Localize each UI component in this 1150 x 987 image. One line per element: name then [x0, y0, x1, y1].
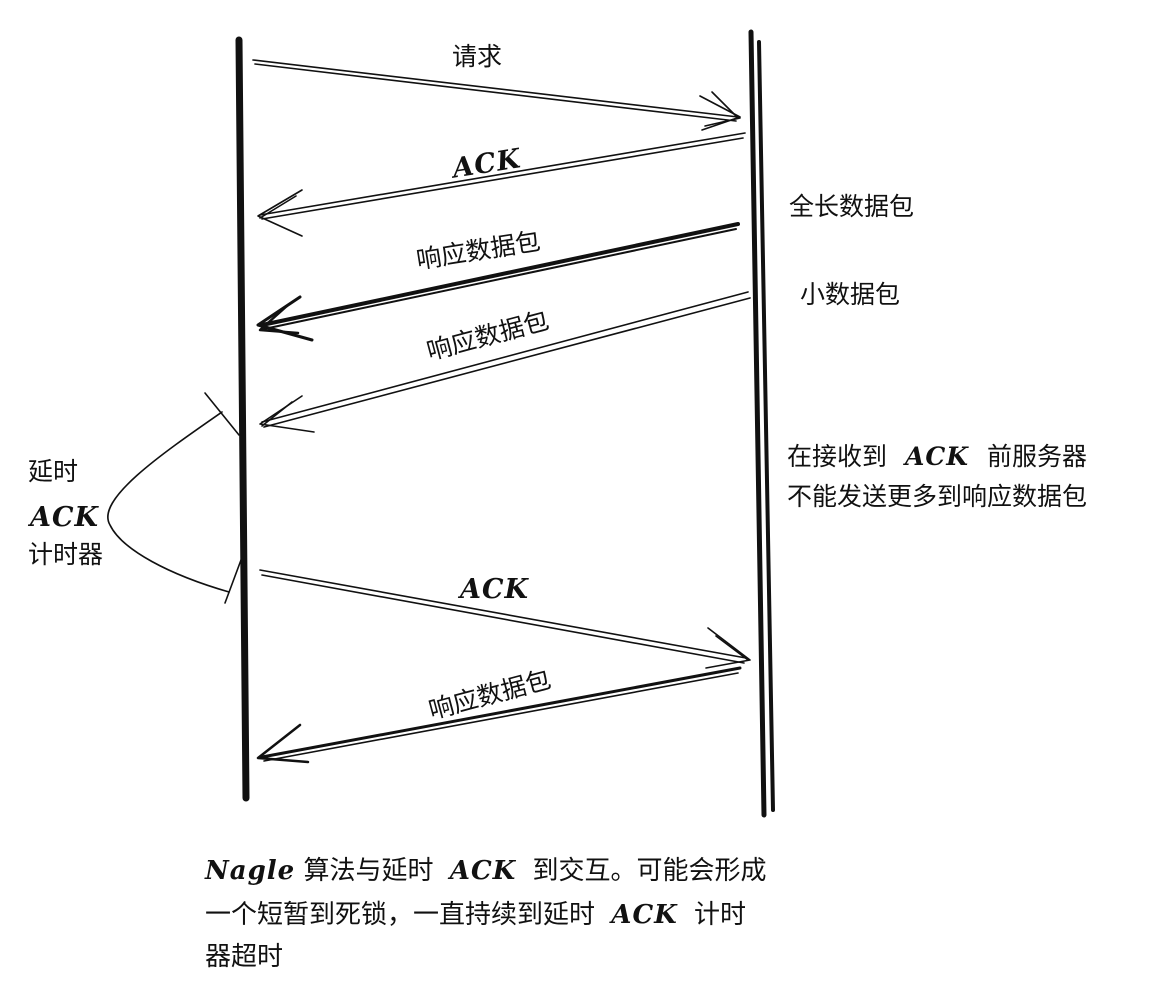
request-label: 请求	[452, 42, 503, 71]
wait-note-line-2: 不能发送更多到响应数据包	[787, 482, 1088, 511]
response-arrow-3	[256, 666, 742, 764]
small-packet-note: 小数据包	[800, 280, 901, 309]
wait-note-text-b: 前服务器	[986, 442, 1087, 471]
caption-ack-1: ACK	[449, 856, 517, 886]
caption-line-2: 一个短暂到死锁，一直持续到延时 ACK 计时	[205, 897, 746, 935]
timer-label-line-2: ACK	[30, 502, 99, 533]
wait-note-ack: ACK	[904, 442, 969, 471]
response-arrow-1	[256, 222, 740, 342]
caption-text-1a: 算法与延时	[303, 856, 434, 886]
timer-label-line-1: 延时	[28, 457, 79, 486]
caption-line-1: Nagle 算法与延时 ACK 到交互。可能会形成	[205, 853, 767, 891]
timer-label-line-3: 计时器	[28, 540, 104, 569]
request-arrow	[252, 59, 741, 131]
caption-ack-2: ACK	[611, 900, 678, 930]
ack-arrow-1	[257, 132, 746, 237]
caption-text-2b: 计时	[694, 900, 747, 930]
server-lifeline	[748, 29, 775, 818]
response-arrow-2	[259, 291, 751, 433]
client-lifeline	[235, 36, 250, 802]
full-packet-note: 全长数据包	[789, 192, 915, 221]
ack-arrow-2	[259, 569, 751, 669]
ack-label-2: ACK	[460, 574, 529, 605]
caption-nagle: Nagle	[205, 856, 296, 886]
caption-text-2a: 一个短暂到死锁，一直持续到延时	[205, 900, 596, 930]
caption-line-3: 器超时	[205, 942, 284, 972]
delayed-ack-timer-brace	[107, 392, 242, 604]
wait-note-line-1: 在接收到 ACK 前服务器	[787, 440, 1087, 474]
caption-text-1b: 到交互。可能会形成	[532, 856, 767, 886]
wait-note-text-a: 在接收到	[787, 442, 888, 471]
